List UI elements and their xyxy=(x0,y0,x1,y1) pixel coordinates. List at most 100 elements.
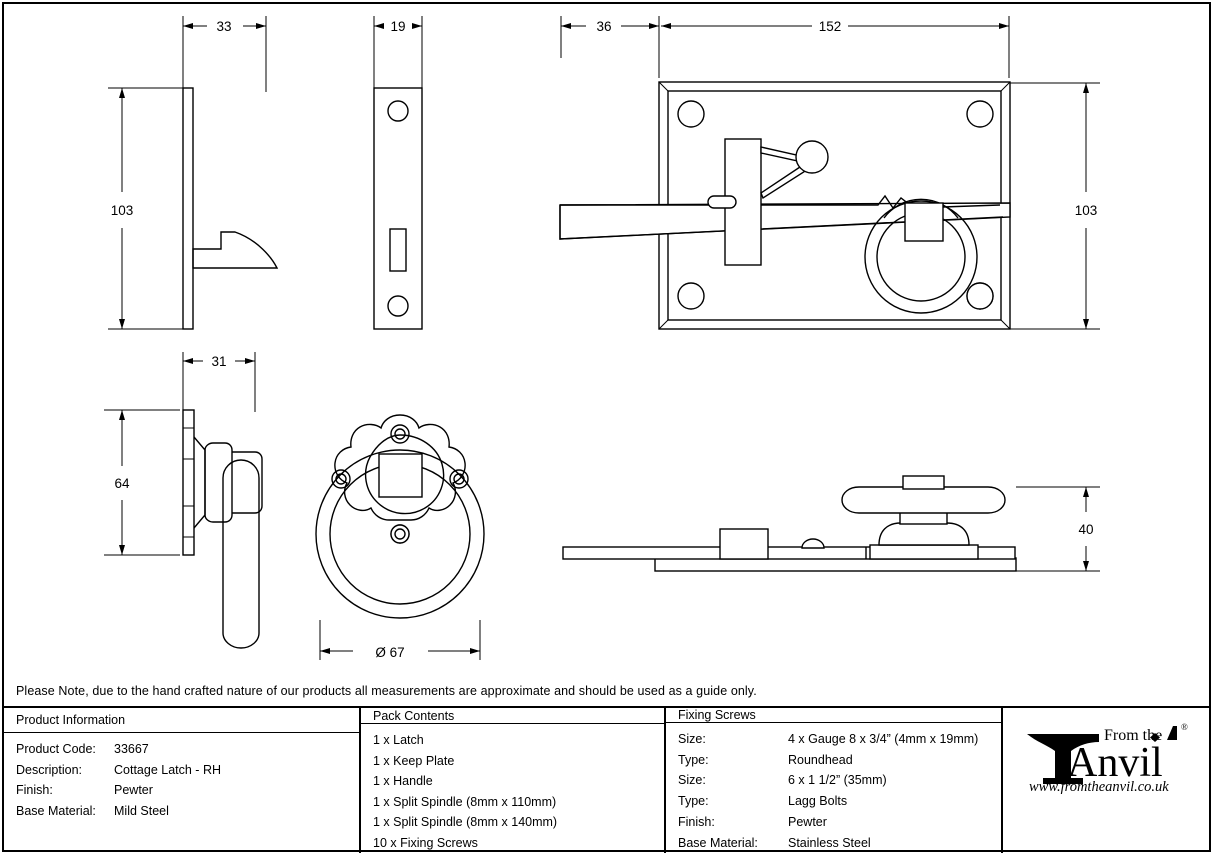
product-code-label: Product Code: xyxy=(16,742,96,756)
rose-screw-hole-right xyxy=(449,469,469,489)
latch-bar-bottom-profile xyxy=(559,205,1004,240)
logo-brand-top: From the xyxy=(1104,727,1162,744)
side-elev-top-tab xyxy=(902,475,945,490)
product-information-content: Product Code: 33667 Description: Cottage… xyxy=(4,733,359,822)
backplate-screw-hole-tr xyxy=(966,100,994,128)
logo-website: www.fromtheanvil.co.uk xyxy=(1029,779,1169,795)
handle-rose-boss xyxy=(204,442,233,523)
latch-backplate-edge xyxy=(182,87,194,330)
table-row: Size: 6 x 1 1/2” (35mm) xyxy=(678,770,1001,791)
linkage-pivot xyxy=(795,140,829,174)
backplate-screw-hole-br-overlay xyxy=(966,282,994,310)
list-item: 1 x Latch xyxy=(373,733,424,747)
list-item: 1 x Split Spindle (8mm x 140mm) xyxy=(373,815,558,829)
table-row: Base Material: Stainless Steel xyxy=(678,833,1001,854)
column-brand-logo: From the ® Anvil www.fromtheanvil.co.uk xyxy=(1003,708,1208,853)
table-row: Product Code: 33667 xyxy=(16,739,359,760)
rose-screw-hole-bottom-overlay-inner xyxy=(394,528,406,540)
knocker-spindle-boss xyxy=(378,453,423,498)
fixing-type-2-label: Type: xyxy=(678,794,709,809)
pack-contents-heading: Pack Contents xyxy=(361,708,664,724)
table-row: Description: Cottage Latch - RH xyxy=(16,760,359,781)
list-item: 1 x Keep Plate xyxy=(373,753,455,768)
dim-label-103-left: 103 xyxy=(111,203,134,218)
rose-screw-hole-top xyxy=(390,424,410,444)
description-value: Cottage Latch - RH xyxy=(114,762,221,777)
ring-rose-arc xyxy=(883,198,959,219)
dim-label-40: 40 xyxy=(1078,522,1093,537)
note-text: Please Note, due to the hand crafted nat… xyxy=(16,684,757,698)
side-elev-pivot-dome xyxy=(801,538,825,549)
dim-label-103-right: 103 xyxy=(1075,203,1098,218)
fixing-size-1-value: 4 x Gauge 8 x 3/4” (4mm x 19mm) xyxy=(788,732,979,746)
handle-rose-cone xyxy=(193,436,206,529)
dim-arrow xyxy=(183,23,193,29)
dim-ext-lines-33 xyxy=(182,16,267,92)
technical-drawing-svg: 33 19 36 152 103 103 31 64 Ø 67 40 xyxy=(104,16,1100,660)
product-info-table: Please Note, due to the hand crafted nat… xyxy=(4,676,1210,853)
fixing-finish-label: Finish: xyxy=(678,814,715,829)
table-row: Type: Lagg Bolts xyxy=(678,791,1001,812)
side-elev-ring xyxy=(841,486,1006,514)
column-pack-contents: Pack Contents 1 x Latch 1 x Keep Plate 1… xyxy=(361,708,666,853)
backplate-screw-hole-bl xyxy=(677,282,705,310)
table-row: Type: Roundhead xyxy=(678,750,1001,771)
keep-plate-slot xyxy=(389,228,407,272)
list-item: 1 x Split Spindle (8mm x 110mm) xyxy=(373,794,557,809)
dim-ext-lines-31 xyxy=(182,352,256,412)
fixing-screws-heading: Fixing Screws xyxy=(666,708,1001,723)
keep-plate-outline xyxy=(373,87,423,330)
side-elev-backplate xyxy=(654,557,1017,572)
dim-ext-lines-dia67 xyxy=(319,620,481,660)
finish-value: Pewter xyxy=(114,783,153,798)
note-row: Please Note, due to the hand crafted nat… xyxy=(4,676,1210,708)
fixing-finish-value: Pewter xyxy=(788,814,827,829)
handle-rose-plate xyxy=(182,409,195,556)
logo-brand-main: Anvil xyxy=(1067,740,1163,786)
logo-cell: From the ® Anvil www.fromtheanvil.co.uk xyxy=(1003,708,1208,853)
base-material-label: Base Material: xyxy=(16,804,96,819)
backplate-screw-hole-tl xyxy=(677,100,705,128)
fixing-type-1-label: Type: xyxy=(678,752,709,767)
handle-lever-arm xyxy=(232,451,263,514)
keep-plate-screw-hole-bottom xyxy=(387,295,409,317)
dim-label-64: 64 xyxy=(114,476,130,491)
handle-grip xyxy=(222,459,260,649)
table-row: Finish: Pewter xyxy=(678,812,1001,833)
table-row: Finish: Pewter xyxy=(16,780,359,801)
fixing-size-2-value: 6 x 1 1/2” (35mm) xyxy=(788,773,887,788)
ring-rose-scallop xyxy=(334,414,466,521)
product-information-heading: Product Information xyxy=(4,708,359,733)
dim-label-19: 19 xyxy=(390,19,405,34)
dim-label-36: 36 xyxy=(596,19,611,34)
column-fixing-screws: Fixing Screws Size: 4 x Gauge 8 x 3/4” (… xyxy=(666,708,1003,853)
logo-diamond-icon xyxy=(1150,733,1160,742)
column-product-information: Product Information Product Code: 33667 … xyxy=(4,708,361,853)
list-item: 1 x Handle xyxy=(373,774,433,788)
list-item: 10 x Fixing Screws xyxy=(373,835,478,850)
fixing-screws-content: Size: 4 x Gauge 8 x 3/4” (4mm x 19mm) Ty… xyxy=(666,723,1001,853)
side-elev-rose-cone xyxy=(878,522,970,546)
side-elev-rose-base xyxy=(869,544,979,560)
keep-plate-screw-hole-top xyxy=(387,100,409,122)
ring-spindle-boss xyxy=(904,202,944,242)
fixing-type-2-value: Lagg Bolts xyxy=(788,794,848,809)
dim-ext-lines-103-right xyxy=(1010,82,1100,330)
description-label: Description: xyxy=(16,762,82,777)
dim-arrow xyxy=(256,23,266,29)
knocker-ring-outer xyxy=(315,449,485,619)
table-row: Base Material: Mild Steel xyxy=(16,801,359,822)
base-material-value: Mild Steel xyxy=(114,804,169,819)
latch-lever-profile xyxy=(192,231,279,269)
dim-label-31: 31 xyxy=(211,354,226,369)
anvil-logo-svg: From the ® Anvil www.fromtheanvil.co.uk xyxy=(1027,722,1188,795)
finish-label: Finish: xyxy=(16,783,53,798)
anvil-logo: From the ® Anvil www.fromtheanvil.co.uk xyxy=(1021,718,1193,796)
dim-ext-lines-19 xyxy=(373,16,423,92)
dim-label-152: 152 xyxy=(819,19,842,34)
logo-registered-mark: ® xyxy=(1181,722,1188,732)
rose-screw-hole-top-inner xyxy=(394,428,406,440)
table-body: Product Information Product Code: 33667 … xyxy=(4,708,1210,853)
latch-catch-loop xyxy=(707,195,737,209)
